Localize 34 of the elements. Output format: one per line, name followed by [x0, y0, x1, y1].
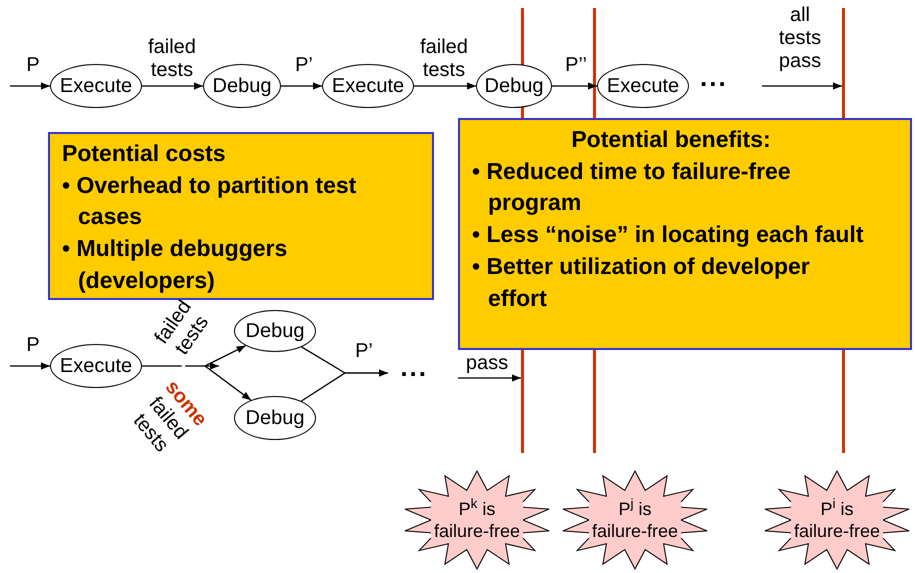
node-text: Debug: [212, 76, 272, 96]
arrow: [142, 82, 203, 90]
arrow: [10, 362, 50, 370]
arrow: [204, 345, 246, 367]
bullet-item: • Better utilization of developer effort: [472, 252, 811, 313]
node-text: Execute: [332, 76, 404, 96]
note-heading: Potential benefits:: [570, 125, 772, 154]
node-text: Debug: [246, 408, 304, 428]
node-text: Execute: [60, 76, 132, 96]
arrow: [458, 374, 521, 382]
arrow: [142, 362, 219, 370]
bullet-item: • Less “noise” in locating each fault: [472, 220, 864, 250]
bullet-item: • Reduced time to failure-free program: [472, 156, 792, 218]
note-box: [458, 118, 912, 350]
bullet-item: • Overhead to partition test cases: [62, 170, 358, 232]
arrow: [10, 82, 50, 90]
ellipsis-label: ...: [388, 356, 428, 378]
note-box: [48, 132, 434, 300]
node-text: Execute: [606, 76, 680, 96]
starburst: [762, 470, 912, 570]
ellipsis-label: ...: [700, 64, 728, 90]
arrow: [552, 82, 597, 90]
arrow: [762, 82, 842, 90]
process-ellipse: [234, 310, 316, 352]
node-text: Debug: [484, 76, 544, 96]
note-heading: Potential costs: [62, 139, 227, 168]
starburst: [402, 470, 552, 570]
arrow: [204, 365, 252, 401]
arrow: [414, 82, 476, 90]
arrow: [281, 82, 322, 90]
process-ellipse: [597, 64, 689, 108]
node-text: Debug: [246, 321, 304, 341]
arrow: [300, 369, 388, 402]
starburst: [560, 470, 710, 570]
